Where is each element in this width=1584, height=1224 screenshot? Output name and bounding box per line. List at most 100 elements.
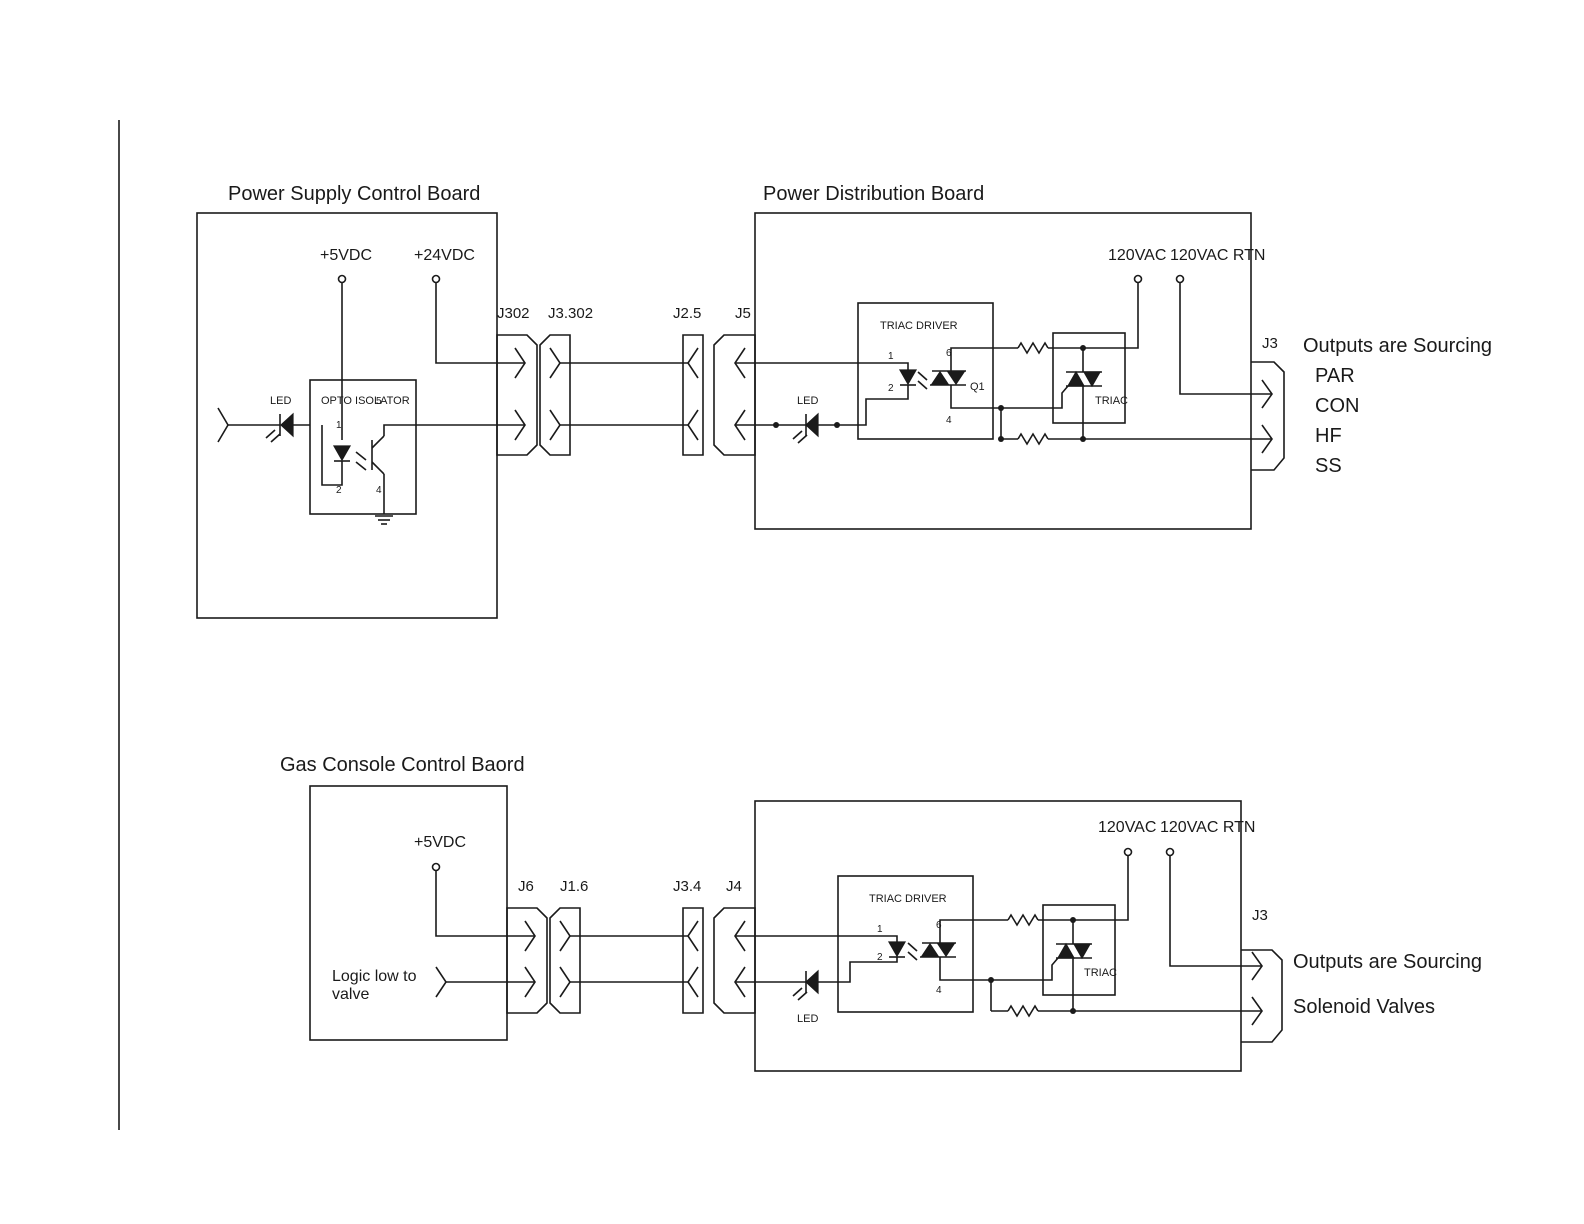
bottom-board-left-title: Gas Console Control Baord [280,754,525,776]
conn-j16-arrow1 [559,920,571,952]
top-drv-pin2: 2 [888,383,894,394]
opto-pin1: 1 [336,420,342,431]
bottom-conn-j3-label: J3 [1252,907,1268,924]
bottom-led-diode [805,969,819,995]
bottom-led-ray1 [792,987,803,997]
opto-isolator-label: OPTO ISOLATOR [321,395,410,407]
conn-j25-label: J2.5 [673,305,701,322]
top-drv-pin1: 1 [888,351,894,362]
top-drv-ray2 [917,380,928,390]
conn-j3302-label: J3.302 [548,305,593,322]
conn-j3302-arrow2 [549,409,561,441]
bottom-resistor-2 [1007,1004,1039,1018]
top-triac-down [1082,371,1102,388]
top-led-left-diode [280,412,294,438]
top-drv-out1 [950,347,1018,371]
opto-led [332,445,352,462]
top-q1-label: Q1 [970,381,985,393]
top-drv-led-return [906,385,909,400]
top-rail-5v-label: +5VDC [320,247,372,264]
conn-j34-arrow1 [687,920,699,952]
conn-j302-arrow2 [514,409,526,441]
bottom-ac-wire [1073,856,1129,921]
top-rail-24v-terminal [431,274,441,284]
conn-j16-body [549,907,581,1014]
bottom-outputs-label: Outputs are Sourcing [1293,951,1482,973]
conn-j4-body [713,907,756,1014]
bottom-led-label: LED [797,1013,818,1025]
bottom-rail-5v-label: +5VDC [414,834,466,851]
top-conn-j3-label: J3 [1262,335,1278,352]
bottom-drv-pin6: 6 [936,920,942,931]
top-ac-rtn-wire [1179,283,1272,395]
top-led-left-ray2 [270,433,281,443]
top-triac-box [1052,332,1126,424]
opto-ray2 [355,461,367,471]
top-led-right-ray1 [792,430,803,440]
top-conn-j3-arrow1 [1261,379,1273,409]
bottom-logic-line2: valve [332,986,369,1003]
bottom-logic-line1: Logic low to [332,968,417,985]
top-conn-j3-body [1251,361,1285,471]
bottom-rail-5v-terminal [431,862,441,872]
bottom-triac-driver-box [837,875,974,1013]
opto-pin5: 5 [376,396,382,407]
conn-j3302-body [539,334,571,456]
bottom-resistor-1 [1007,913,1039,927]
bottom-drv-pin1: 1 [877,924,883,935]
bottom-conn-j3-arrow2 [1251,996,1263,1026]
conn-j16-arrow2 [559,966,571,998]
bottom-triac-driver-label: TRIAC DRIVER [869,893,947,905]
bottom-triac-down [1072,943,1092,960]
bottom-ac-rtn-label: 120VAC RTN [1160,819,1255,836]
top-outputs-label: Outputs are Sourcing [1303,335,1492,357]
bottom-section: Gas Console Control Baord +5VDC Logic lo… [280,754,1482,1072]
conn-j25-body [682,334,704,456]
opto-transistor-emitter [371,461,385,475]
bottom-ac-label: 120VAC [1098,819,1156,836]
bottom-logic-arrow [435,966,447,998]
top-led-right-ray2 [797,434,808,444]
bottom-drv-diac-up [920,942,940,957]
top-rail-24v-label: +24VDC [414,247,475,264]
bottom-drv-led [887,941,907,958]
bottom-drv-led-feed [891,935,898,942]
top-led-to-drv-wire [818,398,906,426]
bottom-led-ray2 [797,991,808,1001]
conn-j5-body [713,334,756,456]
bottom-drv-ray1 [907,942,918,952]
top-rail-24v-wire [435,283,525,364]
top-led-left-label: LED [270,395,291,407]
bottom-ac-rtn-terminal [1165,847,1175,857]
bottom-ac-terminal [1123,847,1133,857]
top-rail-5v-terminal [337,274,347,284]
opto-pin2: 2 [336,485,342,496]
top-drv-pin4: 4 [946,415,952,426]
conn-j6-body [506,907,548,1014]
conn-j34-label: J3.4 [673,878,701,895]
conn-j25-arrow2 [687,409,699,441]
top-drv-diac-down [946,371,966,386]
bottom-drv-pin2: 2 [877,952,883,963]
top-out-ss: SS [1315,455,1342,477]
opto-pin4: 4 [376,485,382,496]
top-input-arrow [217,407,229,443]
conn-j25-arrow1 [687,347,699,379]
top-drv-diac-up [930,370,950,385]
top-led-right-label: LED [797,395,818,407]
opto-led-return [321,425,343,486]
top-ac-label: 120VAC [1108,247,1166,264]
conn-j302-arrow1 [514,347,526,379]
bottom-drv-out2 [939,957,991,981]
opto-ray1 [355,451,367,461]
bottom-drv-pin4: 4 [936,985,942,996]
conn-j34-arrow2 [687,966,699,998]
top-out-hf: HF [1315,425,1342,447]
top-led-right-node1 [773,422,779,428]
top-ac-wire [1083,283,1139,349]
bottom-triac-gate [991,957,1059,981]
opto-transistor-collector [371,435,385,449]
top-ac-rtn-label: 120VAC RTN [1170,247,1265,264]
top-triac-up [1066,370,1086,387]
